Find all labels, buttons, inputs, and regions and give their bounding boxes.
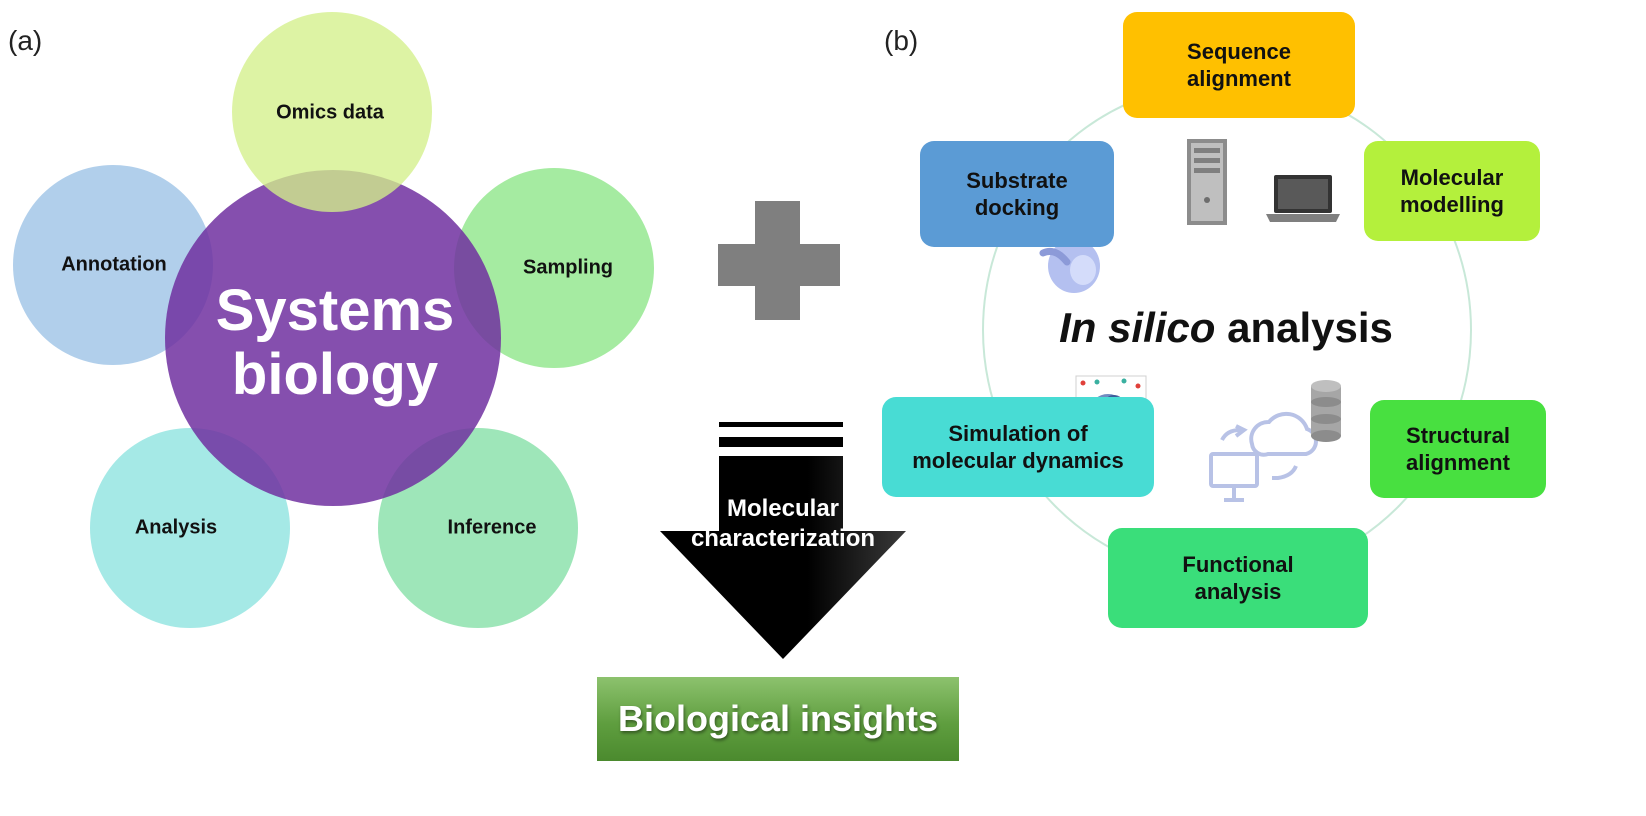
box-line: Functional: [1182, 552, 1294, 577]
panel-b-label: (b): [884, 25, 919, 56]
in-silico-italic: In silico: [1059, 304, 1216, 351]
analysis-label: Analysis: [134, 516, 218, 539]
panel-a-venn: [13, 12, 654, 628]
circle-omics: [232, 12, 432, 212]
center-line-1: Systems: [215, 278, 455, 343]
box-line: docking: [974, 195, 1060, 220]
box-line: modelling: [1400, 192, 1504, 217]
box-line: Substrate: [966, 168, 1068, 193]
protein-icon: [1039, 239, 1100, 293]
circle-center: [165, 170, 501, 506]
database-icon: [1311, 380, 1341, 442]
omics-label: Omics data: [276, 101, 384, 124]
circle-analysis: [90, 428, 290, 628]
biological-insights-label: Biological insights: [617, 698, 939, 739]
inference-label: Inference: [447, 516, 537, 539]
box-line: analysis: [1194, 579, 1282, 604]
annotation-label: Annotation: [61, 253, 167, 276]
box-line: Sequence: [1187, 39, 1291, 64]
cloud-sync-icon: [1209, 411, 1318, 502]
box-line: alignment: [1406, 450, 1510, 475]
box-line: molecular dynamics: [912, 448, 1124, 473]
arrow-label-line-2: characterization: [690, 525, 876, 552]
box-line: alignment: [1187, 66, 1291, 91]
analysis-word: analysis: [1215, 304, 1393, 351]
biological-insights-box: Biological insights: [597, 677, 959, 761]
box-line: Simulation of: [948, 421, 1088, 446]
down-arrow: [660, 422, 906, 659]
box-line: Structural: [1406, 423, 1510, 448]
circle-annotation: [13, 165, 213, 365]
laptop-icon: [1266, 175, 1340, 222]
center-line-2: biology: [231, 342, 439, 407]
panel-a-label: (a): [8, 25, 43, 56]
in-silico-analysis-label: In silico analysis: [1059, 304, 1393, 352]
systems-biology-label: Systems biology: [216, 279, 455, 407]
arrow-stripe: [719, 422, 843, 427]
circle-inference: [378, 428, 578, 628]
server-tower-icon: [1187, 139, 1227, 225]
arrow-label-line-1: Molecular: [726, 495, 840, 522]
sampling-label: Sampling: [522, 256, 614, 279]
circle-sampling: [454, 168, 654, 368]
arrow-stripe: [719, 437, 843, 447]
arrow-label: Molecular characterization: [691, 494, 875, 554]
box-line: Molecular: [1400, 165, 1504, 190]
arrow-body: [660, 456, 906, 659]
plus-sign: [718, 201, 840, 320]
